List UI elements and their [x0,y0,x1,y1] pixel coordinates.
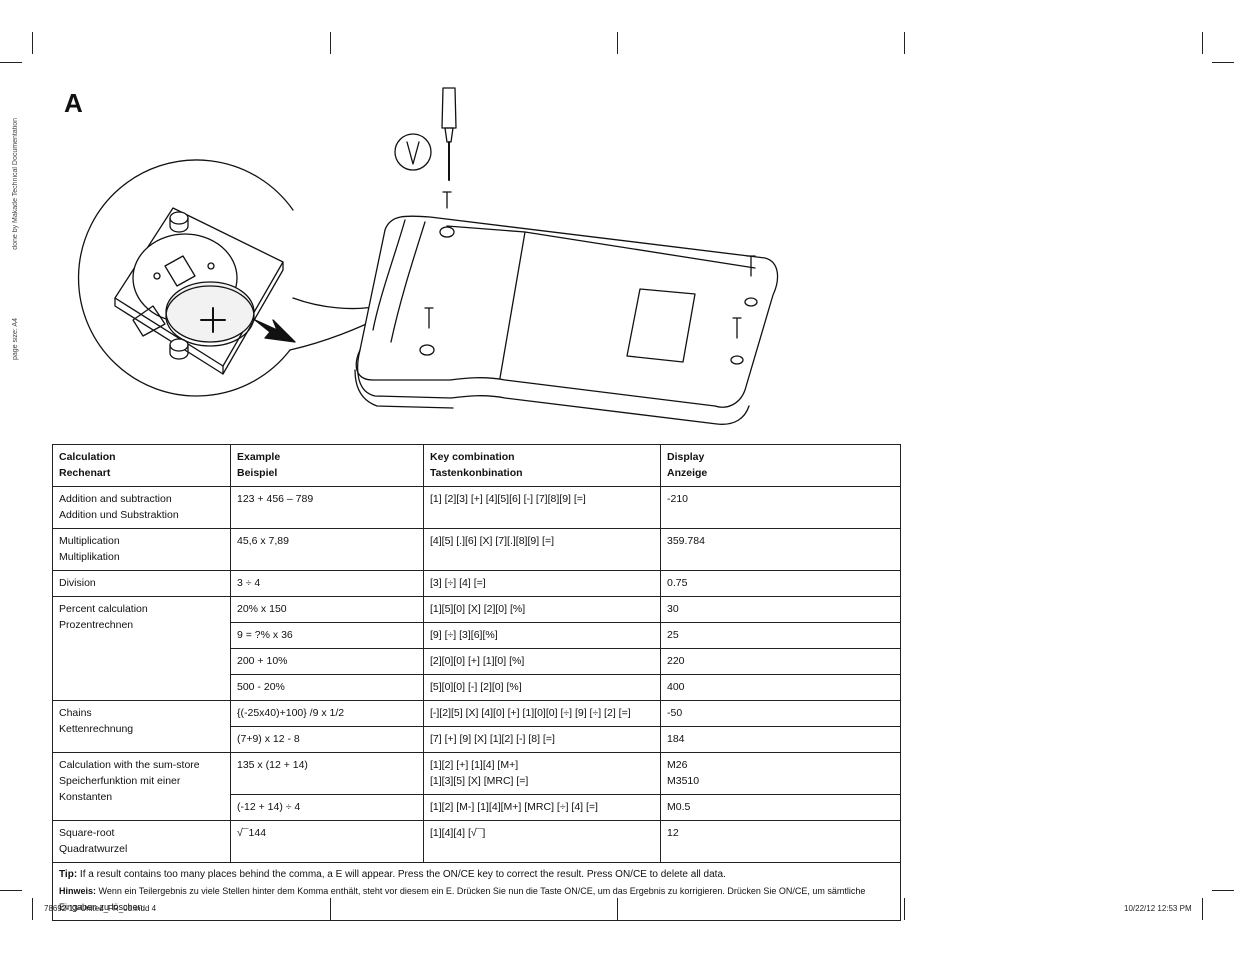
display-cell: 30 [660,596,901,623]
crop-mark [1202,898,1203,920]
crop-mark [32,32,33,54]
calc-type-cell: Division [52,570,231,597]
battery-replacement-illustration [77,87,779,425]
screwdriver-tip-detail [394,133,432,171]
keys-cell: [1][2] [+] [1][4] [M+][1][3][5] [X] [MRC… [423,752,661,795]
table-row: 9 = ?% x 36 [9] [÷] [3][6][%] 25 [53,622,901,649]
display-cell: -50 [660,700,901,727]
crop-mark [1202,32,1203,54]
table-row: (-12 + 14) ÷ 4 [1][2] [M-] [1][4][M+] [M… [53,794,901,821]
keys-cell: [-][2][5] [X] [4][0] [+] [1][0][0] [÷] [… [423,700,661,727]
keys-cell: [2][0][0] [+] [1][0] [%] [423,648,661,675]
display-cell: 359.784 [660,528,901,571]
tip-row: Tip: If a result contains too many place… [52,862,901,921]
keys-cell: [1][5][0] [X] [2][0] [%] [423,596,661,623]
keys-cell: [3] [÷] [4] [=] [423,570,661,597]
keys-cell: [7] [+] [9] [X] [1][2] [-] [8] [=] [423,726,661,753]
example-cell: 3 ÷ 4 [230,570,424,597]
example-cell: 123 + 456 – 789 [230,486,424,529]
display-cell: -210 [660,486,901,529]
magnifier-circle [77,159,294,397]
example-cell: (-12 + 14) ÷ 4 [230,794,424,821]
display-cell: 0.75 [660,570,901,597]
crop-mark [617,32,618,54]
example-cell: (7+9) x 12 - 8 [230,726,424,753]
section-letter: A [64,88,83,118]
example-cell: 9 = ?% x 36 [230,622,424,649]
crop-mark [1212,62,1234,63]
keys-cell: [1] [2][3] [+] [4][5][6] [-] [7][8][9] [… [423,486,661,529]
display-cell: 25 [660,622,901,649]
table-row: (7+9) x 12 - 8 [7] [+] [9] [X] [1][2] [-… [53,726,901,753]
display-cell: 184 [660,726,901,753]
calculator-shell [355,215,779,408]
display-cell: M0.5 [660,794,901,821]
direction-arrow [254,319,296,343]
keys-cell: [1][2] [M-] [1][4][M+] [MRC] [÷] [4] [=] [423,794,661,821]
screwdriver-icon [441,87,457,129]
example-cell: 200 + 10% [230,648,424,675]
side-note-maker: done by Makade Technical Documentation [12,118,19,250]
display-window [626,288,696,363]
footer-datetime: 10/22/12 12:53 PM [1124,904,1192,913]
example-cell: {(-25x40)+100} /9 x 1/2 [230,700,424,727]
tip-label-de: Hinweis: [59,886,97,896]
tip-label: Tip: [59,869,78,880]
coin-battery [165,281,255,343]
table-row: 500 - 20% [5][0][0] [-] [2][0] [%] 400 [53,674,901,701]
crop-mark [32,898,33,920]
example-cell: 20% x 150 [230,596,424,623]
display-cell: 220 [660,648,901,675]
crop-mark [904,898,905,920]
keys-cell: [5][0][0] [-] [2][0] [%] [423,674,661,701]
display-cell: 12 [660,820,901,863]
example-cell: 135 x (12 + 14) [230,752,424,795]
keys-cell: [4][5] [.][6] [X] [7][.][8][9] [=] [423,528,661,571]
example-cell: 45,6 x 7,89 [230,528,424,571]
footer-file-name: 78692-13-United_FR_01.indd 4 [44,904,157,913]
keys-cell: [9] [÷] [3][6][%] [423,622,661,649]
table-row: Division 3 ÷ 4 [3] [÷] [4] [=] 0.75 [52,570,901,597]
crop-mark [904,32,905,54]
crop-mark [330,32,331,54]
display-cell: 400 [660,674,901,701]
example-cell: √¯144 [230,820,424,863]
tip-text-de: Wenn ein Teilergebnis zu viele Stellen h… [59,886,866,912]
side-note-page-size: page size: A4 [12,318,19,361]
tip-cell: Tip: If a result contains too many place… [52,862,901,921]
example-cell: 500 - 20% [230,674,424,701]
keys-cell: [1][4][4] [√¯] [423,820,661,863]
crop-mark [1212,890,1234,891]
tip-text: If a result contains too many places beh… [77,869,726,880]
crop-mark [0,62,22,63]
crop-mark [0,890,22,891]
